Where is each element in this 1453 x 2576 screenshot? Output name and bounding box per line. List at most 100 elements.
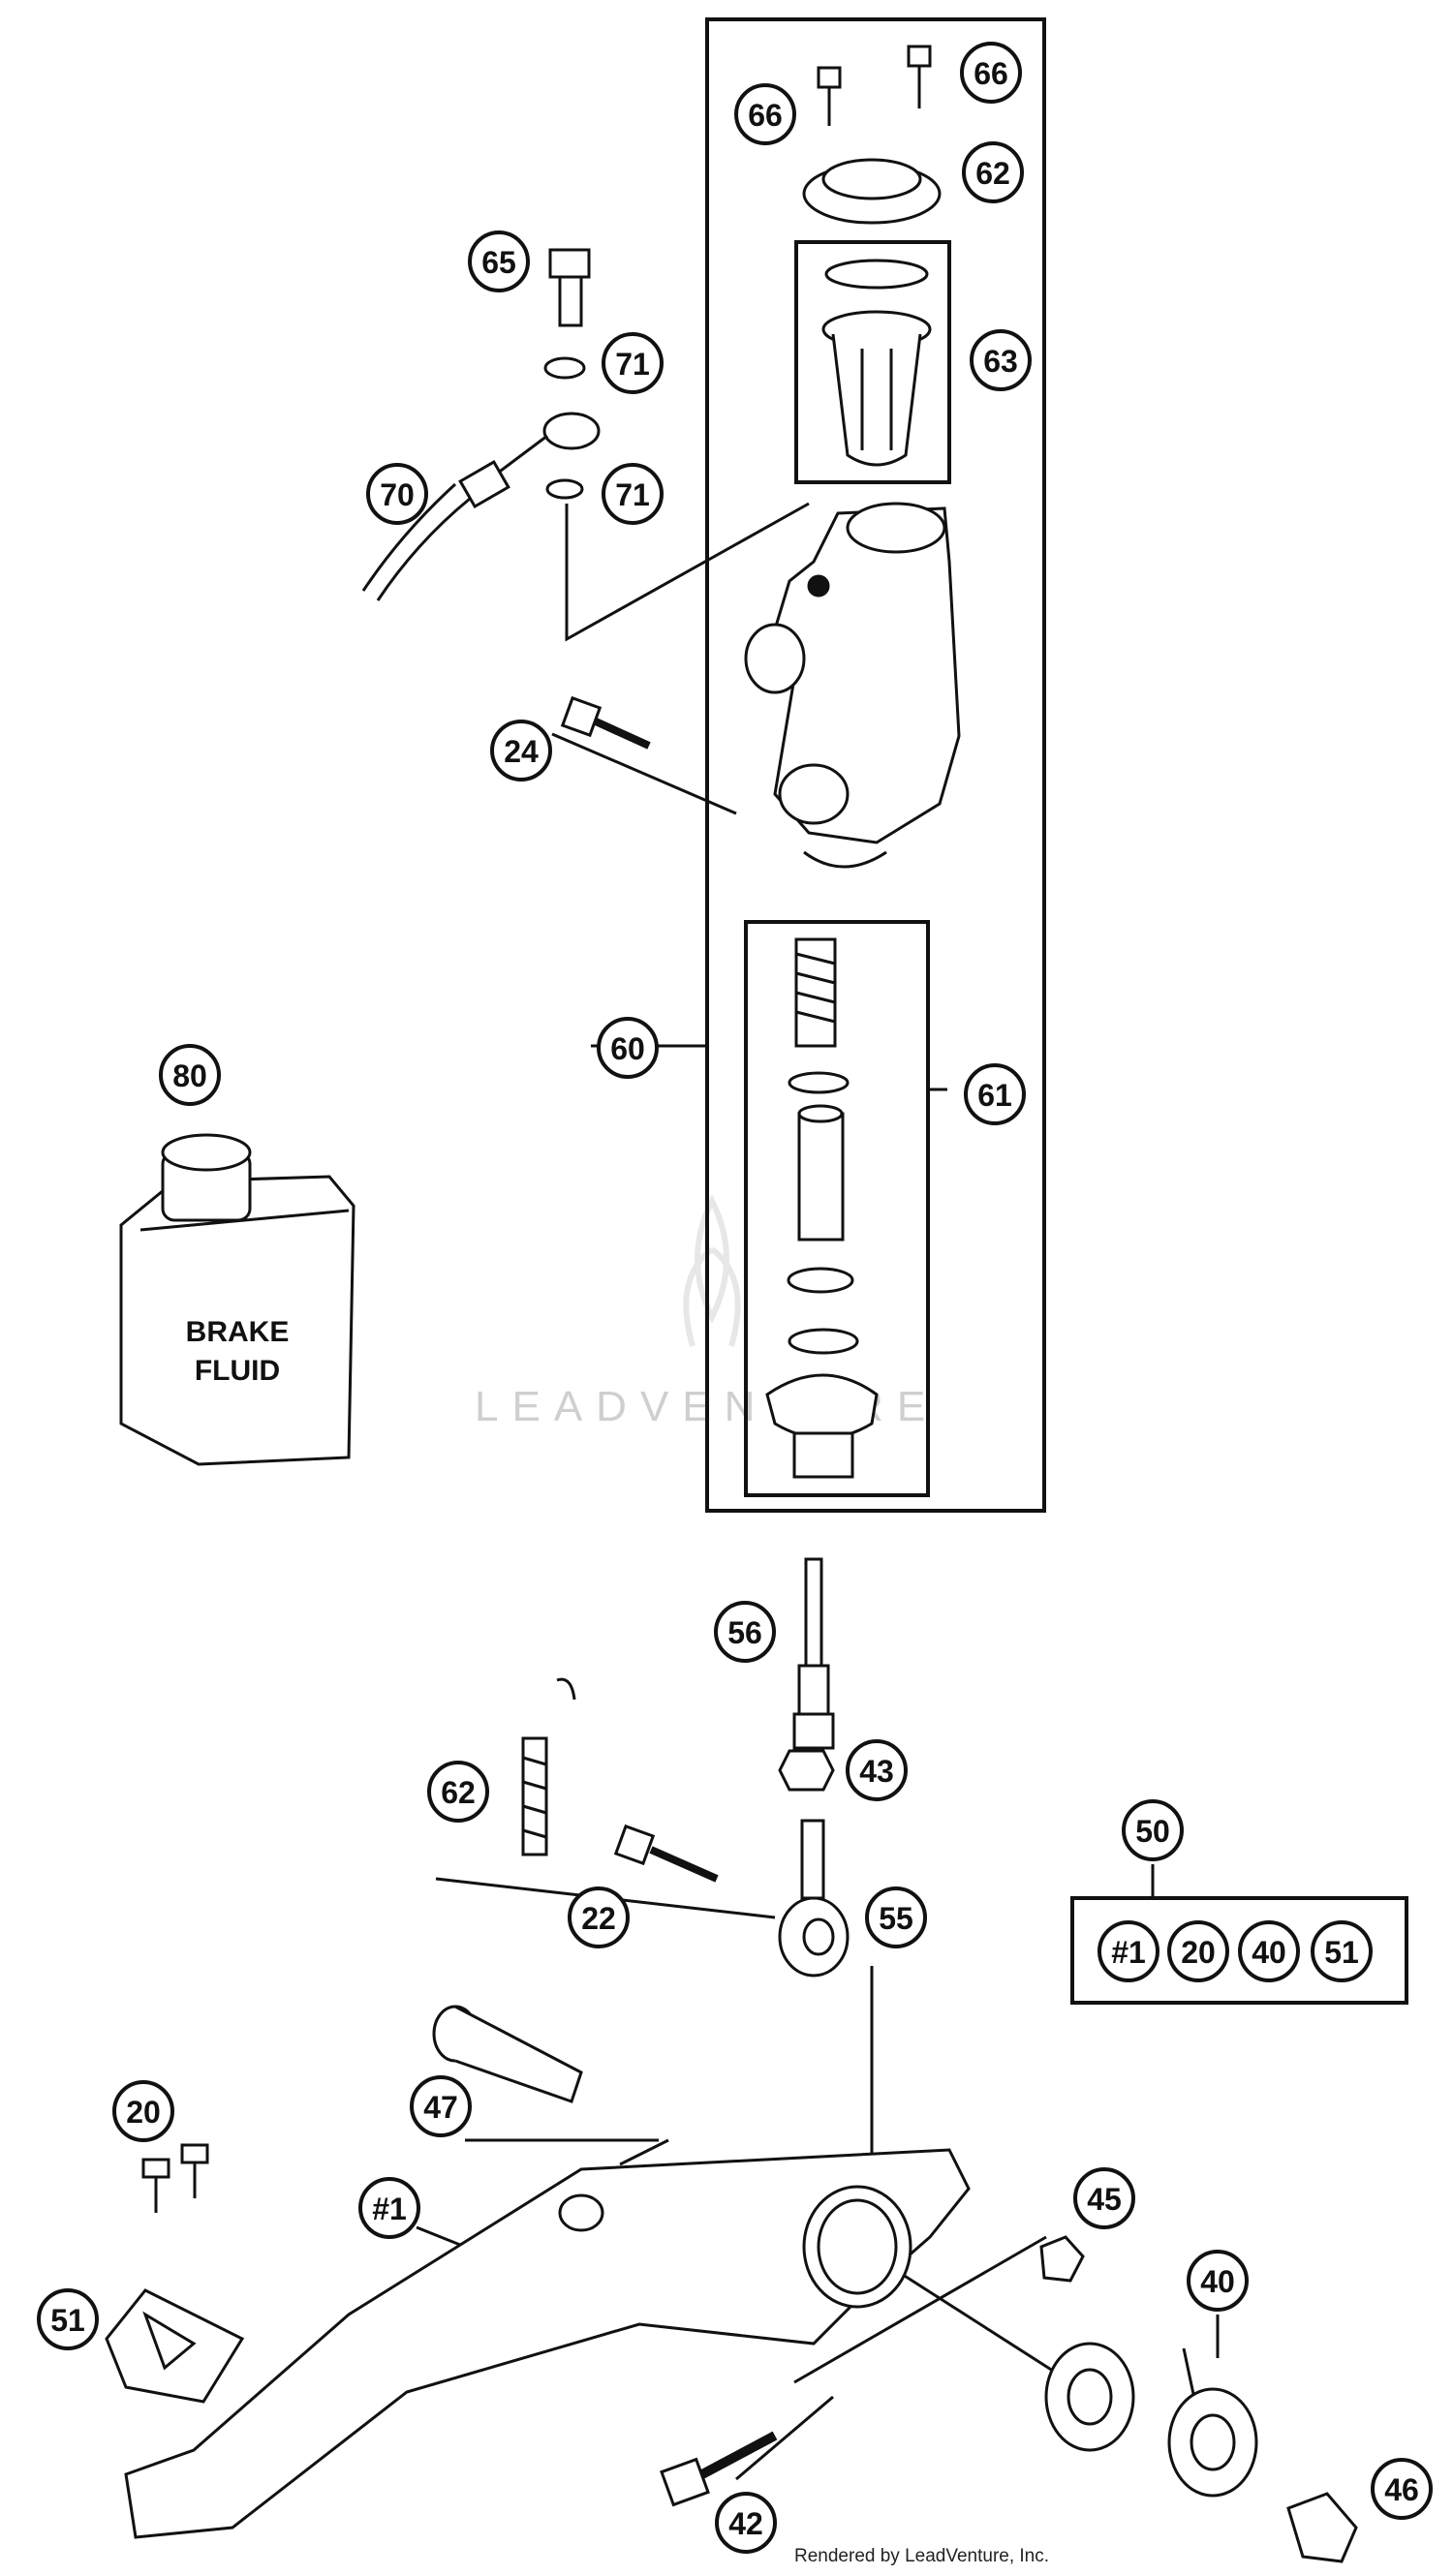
master-cylinder-body-icon xyxy=(744,502,961,869)
callout-number: 51 xyxy=(50,2303,85,2338)
kit-item-number: 51 xyxy=(1324,1935,1359,1970)
callout-number: 62 xyxy=(975,156,1010,191)
callout-c1: #1 xyxy=(358,2177,420,2239)
callout-number: 50 xyxy=(1135,1814,1170,1849)
callout-number: 46 xyxy=(1384,2472,1419,2507)
kit-item-circle xyxy=(1238,1920,1300,1982)
callout-circle xyxy=(964,1063,1026,1125)
callout-circle xyxy=(970,329,1032,391)
screw-22-icon xyxy=(613,1824,719,1883)
callout-c40: 40 xyxy=(1187,2250,1249,2312)
nut-45-icon xyxy=(1039,2235,1085,2283)
callout-c46: 46 xyxy=(1371,2458,1433,2520)
callout-circle xyxy=(715,2492,777,2554)
kit-item-circle xyxy=(1167,1920,1229,1982)
callout-number: 24 xyxy=(504,734,539,769)
callout-c47: 47 xyxy=(410,2075,472,2137)
callout-number: 61 xyxy=(977,1078,1012,1113)
callout-circle xyxy=(358,2177,420,2239)
callout-number: 45 xyxy=(1087,2182,1122,2217)
callout-circle xyxy=(734,83,796,145)
callout-c66a: 66 xyxy=(734,83,796,145)
callout-number: 56 xyxy=(727,1615,762,1650)
callout-c71a: 71 xyxy=(602,332,664,394)
bolt-66-right-icon xyxy=(907,45,932,108)
screw-24-icon xyxy=(560,695,651,750)
callout-circle xyxy=(962,141,1024,203)
screws-20-icon xyxy=(141,2143,209,2213)
nut-46-icon xyxy=(1286,2492,1358,2563)
callout-c55: 55 xyxy=(865,1886,927,1948)
step-plate-51-icon xyxy=(105,2288,245,2404)
bearings-40-icon xyxy=(1044,2342,1258,2498)
callout-circle xyxy=(846,1739,908,1801)
kit-item-number: #1 xyxy=(1111,1935,1146,1970)
callout-number: 62 xyxy=(441,1775,476,1810)
can-label-line2: FLUID xyxy=(195,1355,280,1387)
callout-number: 47 xyxy=(423,2090,458,2125)
callout-c71b: 71 xyxy=(602,463,664,525)
callout-circle xyxy=(1371,2458,1433,2520)
callout-c61: 61 xyxy=(964,1063,1026,1125)
kit-50-item: 51 xyxy=(1311,1920,1373,1982)
callout-circle xyxy=(568,1886,630,1948)
callout-number: 60 xyxy=(610,1031,645,1066)
push-rod-icon xyxy=(792,1557,835,1750)
callout-circle xyxy=(714,1601,776,1663)
callout-number: 65 xyxy=(481,245,516,280)
callout-circle xyxy=(468,230,530,292)
callout-c70: 70 xyxy=(366,463,428,525)
callout-circle xyxy=(1187,2250,1249,2312)
callout-number: 80 xyxy=(172,1058,207,1093)
callout-circle xyxy=(1073,2167,1135,2229)
watermark-logo xyxy=(683,1194,741,1347)
callout-number: 71 xyxy=(615,477,650,512)
callout-circle xyxy=(865,1886,927,1948)
callout-number: 66 xyxy=(974,56,1008,91)
callout-number: 66 xyxy=(748,98,783,133)
callout-number: #1 xyxy=(372,2192,407,2226)
can-label-line1: BRAKE xyxy=(186,1316,290,1348)
spring-62-icon xyxy=(521,1677,576,1856)
callout-c45: 45 xyxy=(1073,2167,1135,2229)
reservoir-icon xyxy=(821,259,932,467)
callout-number: 55 xyxy=(879,1901,913,1936)
washer-71-top-icon xyxy=(543,356,586,380)
callout-c56: 56 xyxy=(714,1601,776,1663)
callout-circle xyxy=(37,2288,99,2350)
leader-lines xyxy=(416,502,1220,2481)
callout-circle xyxy=(159,1044,221,1106)
callout-number: 20 xyxy=(126,2095,161,2130)
callout-number: 63 xyxy=(983,344,1018,379)
repair-kit-parts-icon xyxy=(765,937,879,1479)
kit-item-circle xyxy=(1311,1920,1373,1982)
callout-circle xyxy=(602,332,664,394)
kit-item-number: 40 xyxy=(1252,1935,1286,1970)
banjo-bolt-icon xyxy=(548,248,591,327)
callout-c42: 42 xyxy=(715,2492,777,2554)
bolt-42-icon xyxy=(660,2431,778,2507)
repair-kit-box xyxy=(744,920,930,1497)
kit-50-contents: #1 20 40 51 xyxy=(1097,1920,1373,1982)
callout-c62_bottom: 62 xyxy=(427,1761,489,1823)
credit-text: Rendered by LeadVenture, Inc. xyxy=(794,2546,1049,2566)
callout-circle xyxy=(597,1017,659,1079)
kit-50-item: 40 xyxy=(1238,1920,1300,1982)
nut-43-icon xyxy=(778,1749,835,1792)
clevis-55-icon xyxy=(778,1819,850,1978)
callout-number: 71 xyxy=(615,347,650,382)
callout-number: 40 xyxy=(1200,2264,1235,2299)
callout-c20: 20 xyxy=(112,2080,174,2142)
kit-50-item: #1 xyxy=(1097,1920,1159,1982)
callout-c65: 65 xyxy=(468,230,530,292)
callout-c50: 50 xyxy=(1122,1799,1184,1861)
callout-c60: 60 xyxy=(597,1017,659,1079)
kit-item-number: 20 xyxy=(1181,1935,1216,1970)
kit-50-box xyxy=(1070,1896,1408,2005)
callout-circle xyxy=(427,1761,489,1823)
master-cylinder-frame xyxy=(705,17,1046,1513)
callout-c24: 24 xyxy=(490,720,552,782)
callout-c80: 80 xyxy=(159,1044,221,1106)
brake-pedal-icon xyxy=(124,2148,971,2539)
